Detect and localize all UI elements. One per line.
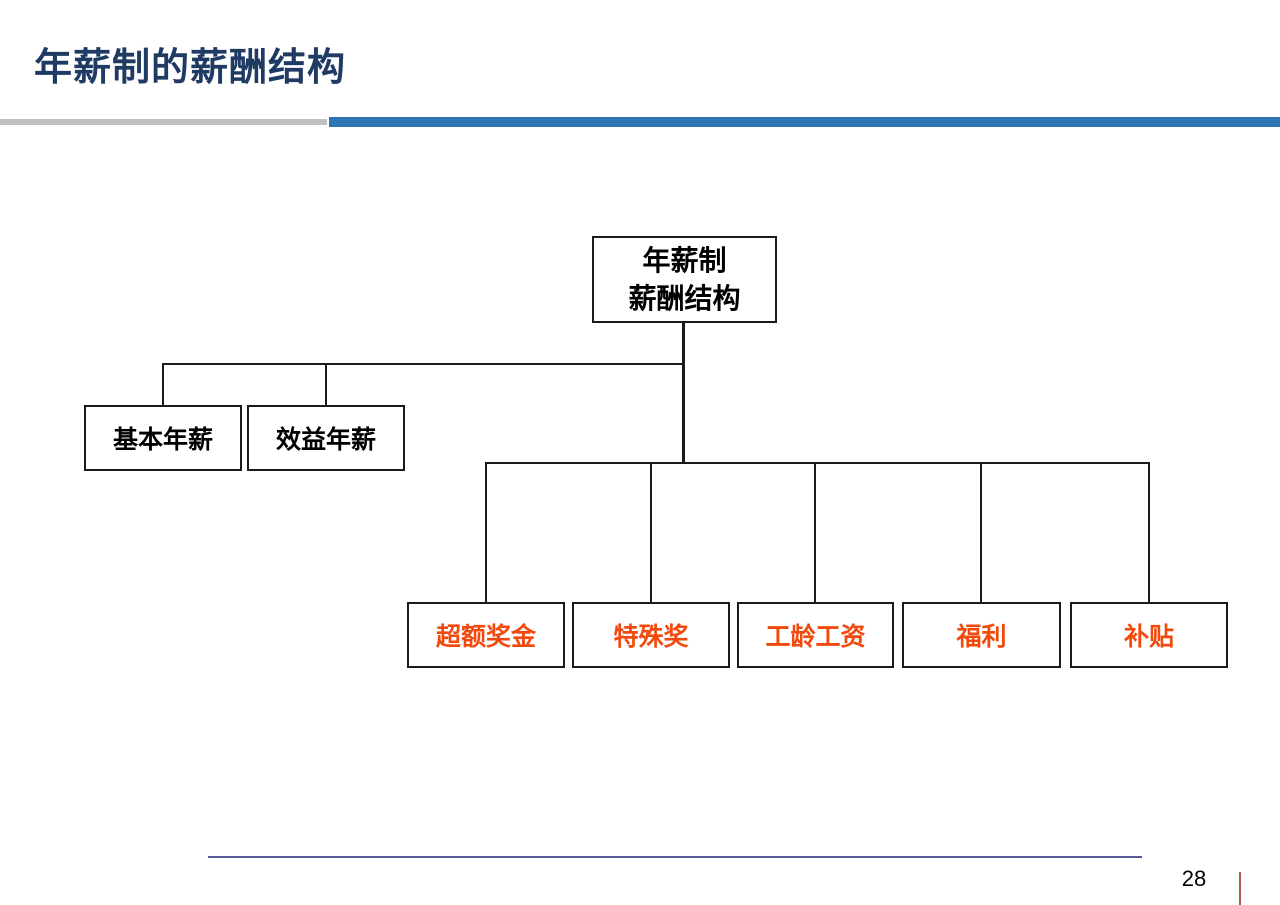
divider-bar-blue: [329, 117, 1280, 127]
connector-bottom-stem-3: [814, 462, 816, 604]
tree-node-welfare: 福利: [902, 602, 1061, 668]
tree-node-benefit-annual-salary: 效益年薪: [247, 405, 405, 471]
connector-left-stem-1: [162, 363, 164, 407]
tree-node-excess-bonus: 超额奖金: [407, 602, 565, 668]
connector-bottom-stem-1: [485, 462, 487, 604]
tree-node-subsidy: 补贴: [1070, 602, 1228, 668]
connector-bottom-stem-5: [1148, 462, 1150, 604]
tree-node-special-award: 特殊奖: [572, 602, 730, 668]
footer-red-tick: [1239, 872, 1241, 905]
tree-node-seniority-wage: 工龄工资: [737, 602, 894, 668]
footer-divider-line: [208, 856, 1142, 858]
tree-node-root-line1: 年薪制: [642, 244, 727, 276]
tree-node-base-annual-salary: 基本年薪: [84, 405, 242, 471]
connector-left-stem-2: [325, 363, 327, 407]
tree-node-root-line2: 薪酬结构: [628, 282, 741, 314]
page-title: 年薪制的薪酬结构: [34, 47, 347, 89]
divider-bar-gray: [0, 119, 327, 125]
connector-bottom-horizontal: [485, 462, 1150, 464]
connector-root-vertical: [682, 322, 685, 464]
connector-bottom-stem-2: [650, 462, 652, 604]
tree-node-root: 年薪制 薪酬结构: [592, 236, 777, 323]
page-number: 28: [1181, 866, 1207, 891]
connector-left-horizontal: [162, 363, 685, 365]
connector-bottom-stem-4: [980, 462, 982, 604]
